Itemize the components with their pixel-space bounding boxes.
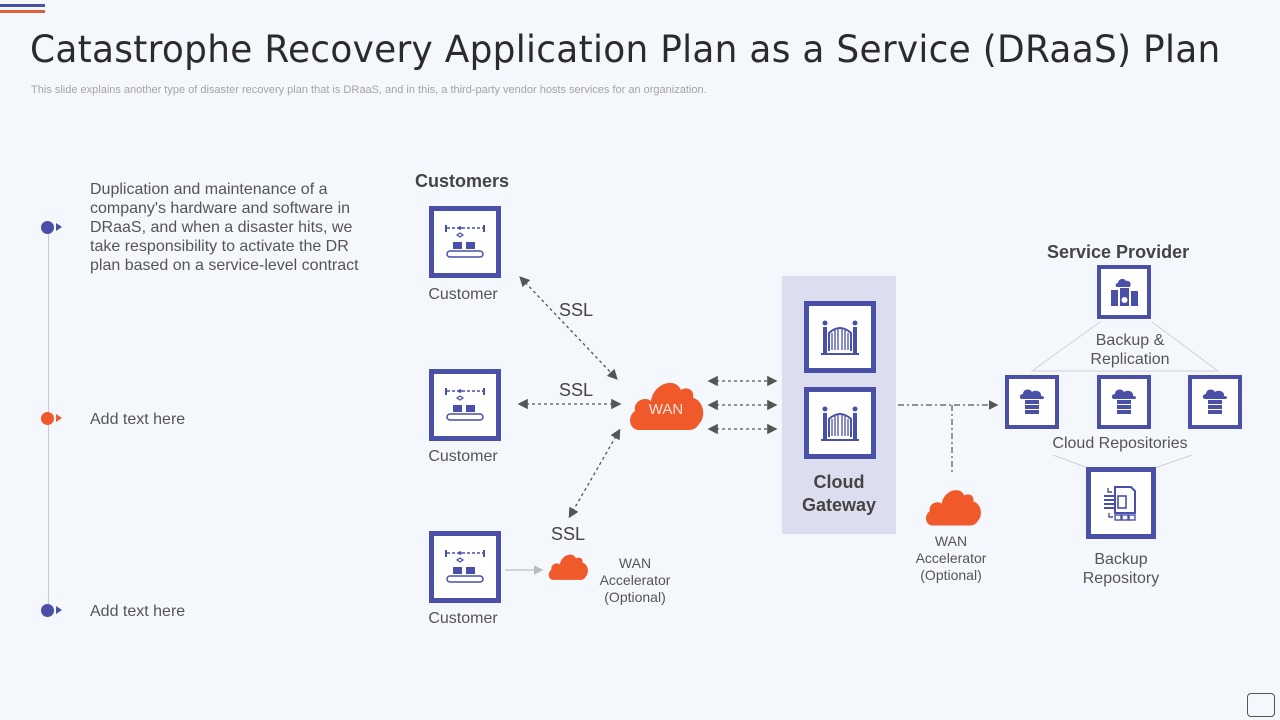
backup-replication-box[interactable] [1097,265,1151,319]
service-provider-heading: Service Provider [1047,242,1190,262]
replication-tree [1030,321,1220,372]
conveyor-robot-icon [445,550,485,583]
conveyor-robot-icon [445,225,485,258]
label-line: (Optional) [604,589,666,605]
cloud-icon [548,554,588,580]
timeline-arrow-3 [56,606,62,614]
label-line: Gateway [801,495,877,515]
label-line: Repository [1082,570,1160,587]
cloud-icon [926,490,981,526]
wan-label: WAN [648,401,684,418]
timeline-dot-3 [41,604,54,617]
customer-label-3: Customer [428,610,498,627]
customer-box-1[interactable] [429,206,501,278]
label-line: Backup [1094,551,1148,568]
wan-accelerator-right[interactable] [920,485,986,532]
customer-label-1: Customer [428,286,498,303]
cloud-server-icon [1111,389,1137,414]
gate-icon [821,406,859,441]
label-line: Accelerator [599,572,671,588]
backup-document-icon [1104,486,1136,521]
label-line: WAN [934,533,968,549]
timeline-text-1: Duplication and maintenance of a company… [90,181,359,274]
cloud-icon [630,382,704,430]
ssl-link-1 [519,276,618,380]
customer-label-2: Customer [428,448,498,465]
ssl-link-3 [568,428,621,519]
datacenter-cloud-icon [1111,278,1138,306]
cloud-repositories-label: Cloud Repositories [1052,435,1188,452]
customer-box-2[interactable] [429,369,501,441]
gateway-box-2[interactable] [804,387,876,459]
cloud-gateway-label: Cloud Gateway [782,471,896,517]
timeline-arrow-2 [56,414,62,422]
backup-replication-label: Backup & Replication [1080,331,1180,369]
accent-bar-orange [0,10,45,13]
timeline-arrow-1 [56,223,62,231]
backup-repository-label: Backup Repository [1066,550,1176,588]
accent-bar-blue [0,4,45,7]
cloud-server-icon [1202,389,1228,414]
wan-cloud[interactable]: WAN [627,376,705,432]
ssl-label-1: SSL [559,300,594,320]
label-line: WAN [618,555,652,571]
customer-box-3[interactable] [429,531,501,603]
page-title: Catastrophe Recovery Application Plan as… [30,28,1221,71]
label-line: Accelerator [915,550,987,566]
gate-icon [821,320,859,355]
ssl-label-3: SSL [551,524,586,544]
cloud-server-icon [1019,389,1045,414]
backup-repository-box[interactable] [1086,467,1156,539]
cloud-repository-box-2[interactable] [1097,375,1151,429]
wan-accelerator-left-label: WAN Accelerator (Optional) [590,555,680,606]
timeline-text-2: Add text here [90,411,186,428]
customers-heading: Customers [415,171,510,191]
cloud-repository-box-1[interactable] [1005,375,1059,429]
label-line: (Optional) [920,567,982,583]
page-subtitle: This slide explains another type of disa… [31,84,707,96]
gateway-box-1[interactable] [804,301,876,373]
wan-accelerator-left[interactable] [542,551,594,586]
label-line: Replication [1090,351,1170,368]
timeline-text-3: Add text here [90,603,186,620]
wan-accelerator-right-label: WAN Accelerator (Optional) [906,533,996,584]
ssl-label-2: SSL [559,380,594,400]
label-line: Cloud [813,472,865,492]
cloud-repository-box-3[interactable] [1188,375,1242,429]
timeline-dot-2 [41,412,54,425]
conveyor-robot-icon [445,388,485,421]
slide-nav-button[interactable] [1247,693,1275,717]
timeline-dot-1 [41,221,54,234]
label-line: Backup & [1095,332,1165,349]
